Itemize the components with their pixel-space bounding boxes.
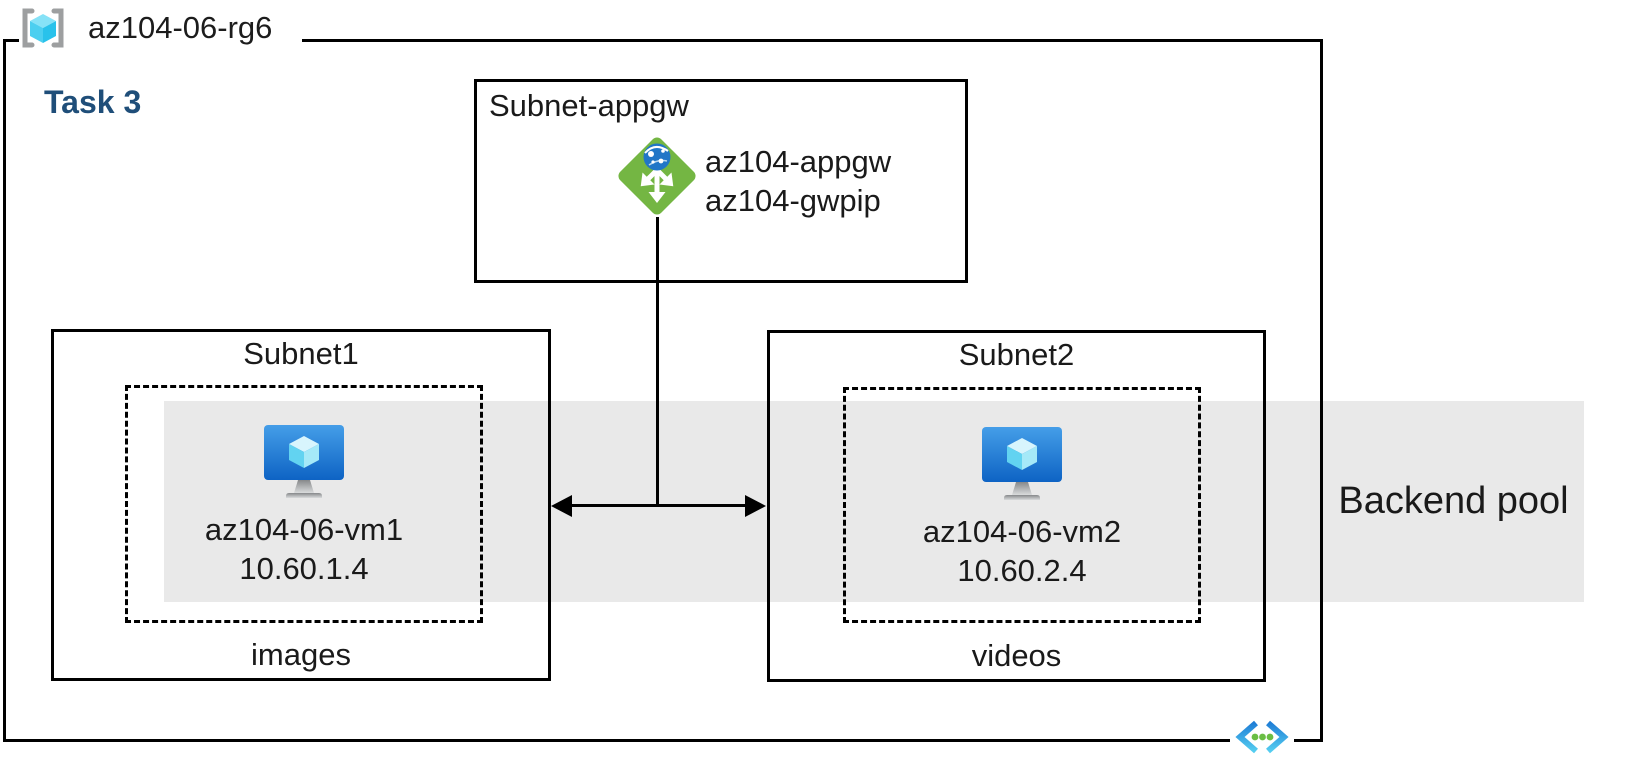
rg-border-top-segment-right [302, 39, 1323, 42]
appgw-public-ip: az104-gwpip [705, 183, 881, 218]
vm1-name: az104-06-vm1 [204, 512, 404, 547]
subnet-appgw-box: Subnet-appgw az104-appgw az104-gwpip [474, 79, 968, 283]
connector-vertical-line [656, 217, 659, 507]
task-label: Task 3 [44, 84, 142, 120]
subnet1-label: Subnet1 [243, 336, 359, 371]
virtual-network-icon-wrap [1230, 715, 1294, 764]
subnet2-box: Subnet2 az104-06-vm2 [767, 330, 1266, 682]
vm2-ip: 10.60.2.4 [957, 553, 1087, 588]
subnet1-dashed-group: az104-06-vm1 10.60.1.4 [125, 385, 483, 623]
resource-group-label: az104-06-rg6 [88, 10, 273, 45]
arrowhead-right-icon [745, 495, 766, 517]
backend-pool-label: Backend pool [1338, 480, 1569, 522]
subnet1-box: Subnet1 az104-06-vm1 [51, 329, 551, 681]
application-gateway-icon [618, 137, 696, 215]
connector-horizontal-line [570, 504, 756, 507]
virtual-machine-icon [264, 425, 344, 498]
virtual-network-icon [1230, 715, 1294, 759]
vm1-ip: 10.60.1.4 [239, 551, 369, 586]
vm1-text: az104-06-vm1 10.60.1.4 [205, 510, 403, 588]
subnet2-dashed-group: az104-06-vm2 10.60.2.4 [843, 387, 1201, 623]
resource-group-header: az104-06-rg6 [18, 5, 272, 51]
vm2-name: az104-06-vm2 [922, 514, 1122, 549]
subnet-appgw-label: Subnet-appgw [489, 88, 689, 123]
backend-pool-band [164, 401, 1584, 602]
virtual-machine-icon [982, 427, 1062, 500]
rg-border-top-segment-left [3, 39, 19, 42]
vm2-text: az104-06-vm2 10.60.2.4 [923, 512, 1121, 590]
arrowhead-left-icon [551, 495, 572, 517]
subnet1-caption: images [251, 637, 351, 672]
resource-group-box [3, 39, 1323, 742]
subnet2-label: Subnet2 [958, 337, 1075, 372]
appgw-name: az104-appgw [705, 144, 892, 179]
resource-group-icon [22, 8, 64, 48]
subnet2-caption: videos [971, 638, 1062, 673]
application-gateway-names: az104-appgw az104-gwpip [705, 142, 891, 220]
